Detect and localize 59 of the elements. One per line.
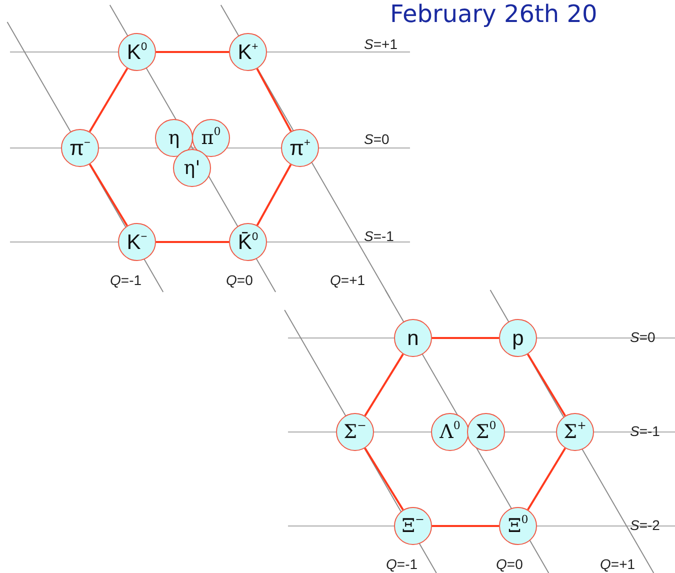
hexagon-edge — [364, 448, 404, 510]
quantum-number-label: S=+1 — [364, 36, 398, 52]
particle-circle — [173, 149, 211, 187]
hexagon-edge — [527, 354, 566, 416]
particle-circle — [499, 507, 537, 545]
particle-symbol: Σ$^{+}$ — [564, 422, 586, 442]
particle-symbol: p — [512, 328, 524, 348]
hexagon-edge — [432, 525, 499, 527]
hexagon-edge — [364, 354, 404, 416]
particle-circle — [394, 507, 432, 545]
quantum-number-label: Q=+1 — [600, 556, 636, 572]
particle-symbol: Σ$^{−}$ — [344, 422, 366, 442]
particle-circle — [118, 223, 156, 261]
quantum-number-label: Q=+1 — [330, 272, 366, 288]
particle-symbol: Ξ$^{−}$ — [402, 516, 424, 536]
particle-circle — [229, 223, 267, 261]
quantum-number-label: S=0 — [630, 329, 656, 345]
particle-symbol: Λ$^{0}$ — [440, 422, 460, 442]
hexagon-edge — [88, 68, 128, 132]
particle-circle — [556, 413, 594, 451]
particle-symbol: η' — [184, 158, 200, 178]
particle-circle — [499, 319, 537, 357]
hexagon-edge — [256, 164, 292, 226]
hexagon-edge — [156, 241, 229, 243]
particle-symbol: π$^{+}$ — [290, 138, 310, 158]
quantum-number-label: S=-2 — [630, 517, 660, 533]
quantum-number-label: S=-1 — [630, 423, 660, 439]
particle-symbol: π$^{−}$ — [70, 138, 90, 158]
quantum-number-label: S=-1 — [364, 228, 394, 244]
particle-circle — [61, 129, 99, 167]
hexagon-edge — [527, 448, 566, 510]
quantum-number-label: Q=-1 — [386, 556, 418, 572]
hexagon-edge — [256, 68, 292, 132]
particle-circle — [229, 33, 267, 71]
particle-circle — [281, 129, 319, 167]
hexagon-edge — [156, 51, 229, 53]
slide-date: February 26th 20 — [390, 0, 598, 28]
particle-symbol: π$^{0}$ — [201, 128, 221, 148]
particle-symbol: K̄$^{0}$ — [238, 232, 258, 252]
particle-symbol: n — [407, 328, 419, 348]
particle-symbol: K$^{+}$ — [238, 42, 258, 62]
hexagon-edge — [432, 337, 499, 339]
particle-circle — [155, 119, 193, 157]
quantum-number-label: Q=0 — [226, 272, 253, 288]
particle-symbol: K$^{−}$ — [126, 232, 148, 252]
quantum-number-label: Q=0 — [496, 556, 523, 572]
particle-symbol: K$^{0}$ — [126, 42, 148, 62]
particle-circle — [118, 33, 156, 71]
particle-circle — [192, 119, 230, 157]
particle-circle — [336, 413, 374, 451]
particle-circle — [394, 319, 432, 357]
particle-symbol: Σ$^{0}$ — [476, 422, 496, 442]
particle-symbol: η — [168, 128, 180, 148]
particle-symbol: Ξ$^{0}$ — [508, 516, 528, 536]
quantum-number-label: S=0 — [364, 131, 390, 147]
hexagon-edge — [89, 164, 128, 226]
particle-circle — [467, 413, 505, 451]
particle-circle — [431, 413, 469, 451]
quantum-number-label: Q=-1 — [110, 272, 142, 288]
